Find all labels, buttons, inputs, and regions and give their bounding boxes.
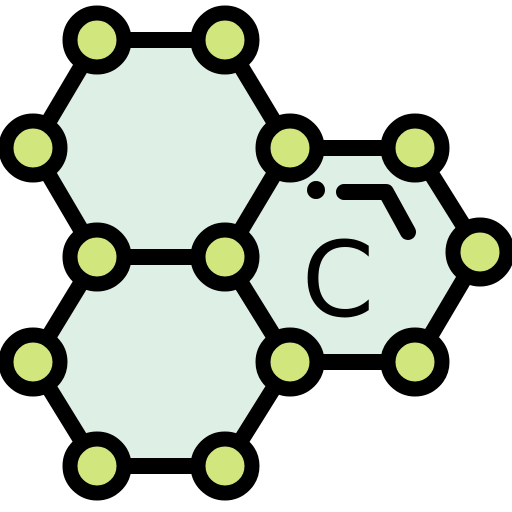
atom-node: [190, 431, 260, 501]
atom-node: [0, 327, 68, 397]
atom-node: [190, 5, 260, 75]
atom-node: [62, 222, 132, 292]
carbon-symbol: C: [302, 219, 375, 341]
atom-node: [62, 5, 132, 75]
atom-node: [255, 113, 325, 183]
atom-node: [190, 222, 260, 292]
charge-dot: [307, 181, 325, 199]
charge-mark: [336, 184, 416, 240]
atom-node: [62, 431, 132, 501]
atom-node: [380, 327, 450, 397]
atom-nodes: [0, 5, 512, 501]
atom-node: [380, 113, 450, 183]
atom-node: [255, 327, 325, 397]
atom-node: [445, 217, 512, 287]
atom-node: [0, 113, 68, 183]
